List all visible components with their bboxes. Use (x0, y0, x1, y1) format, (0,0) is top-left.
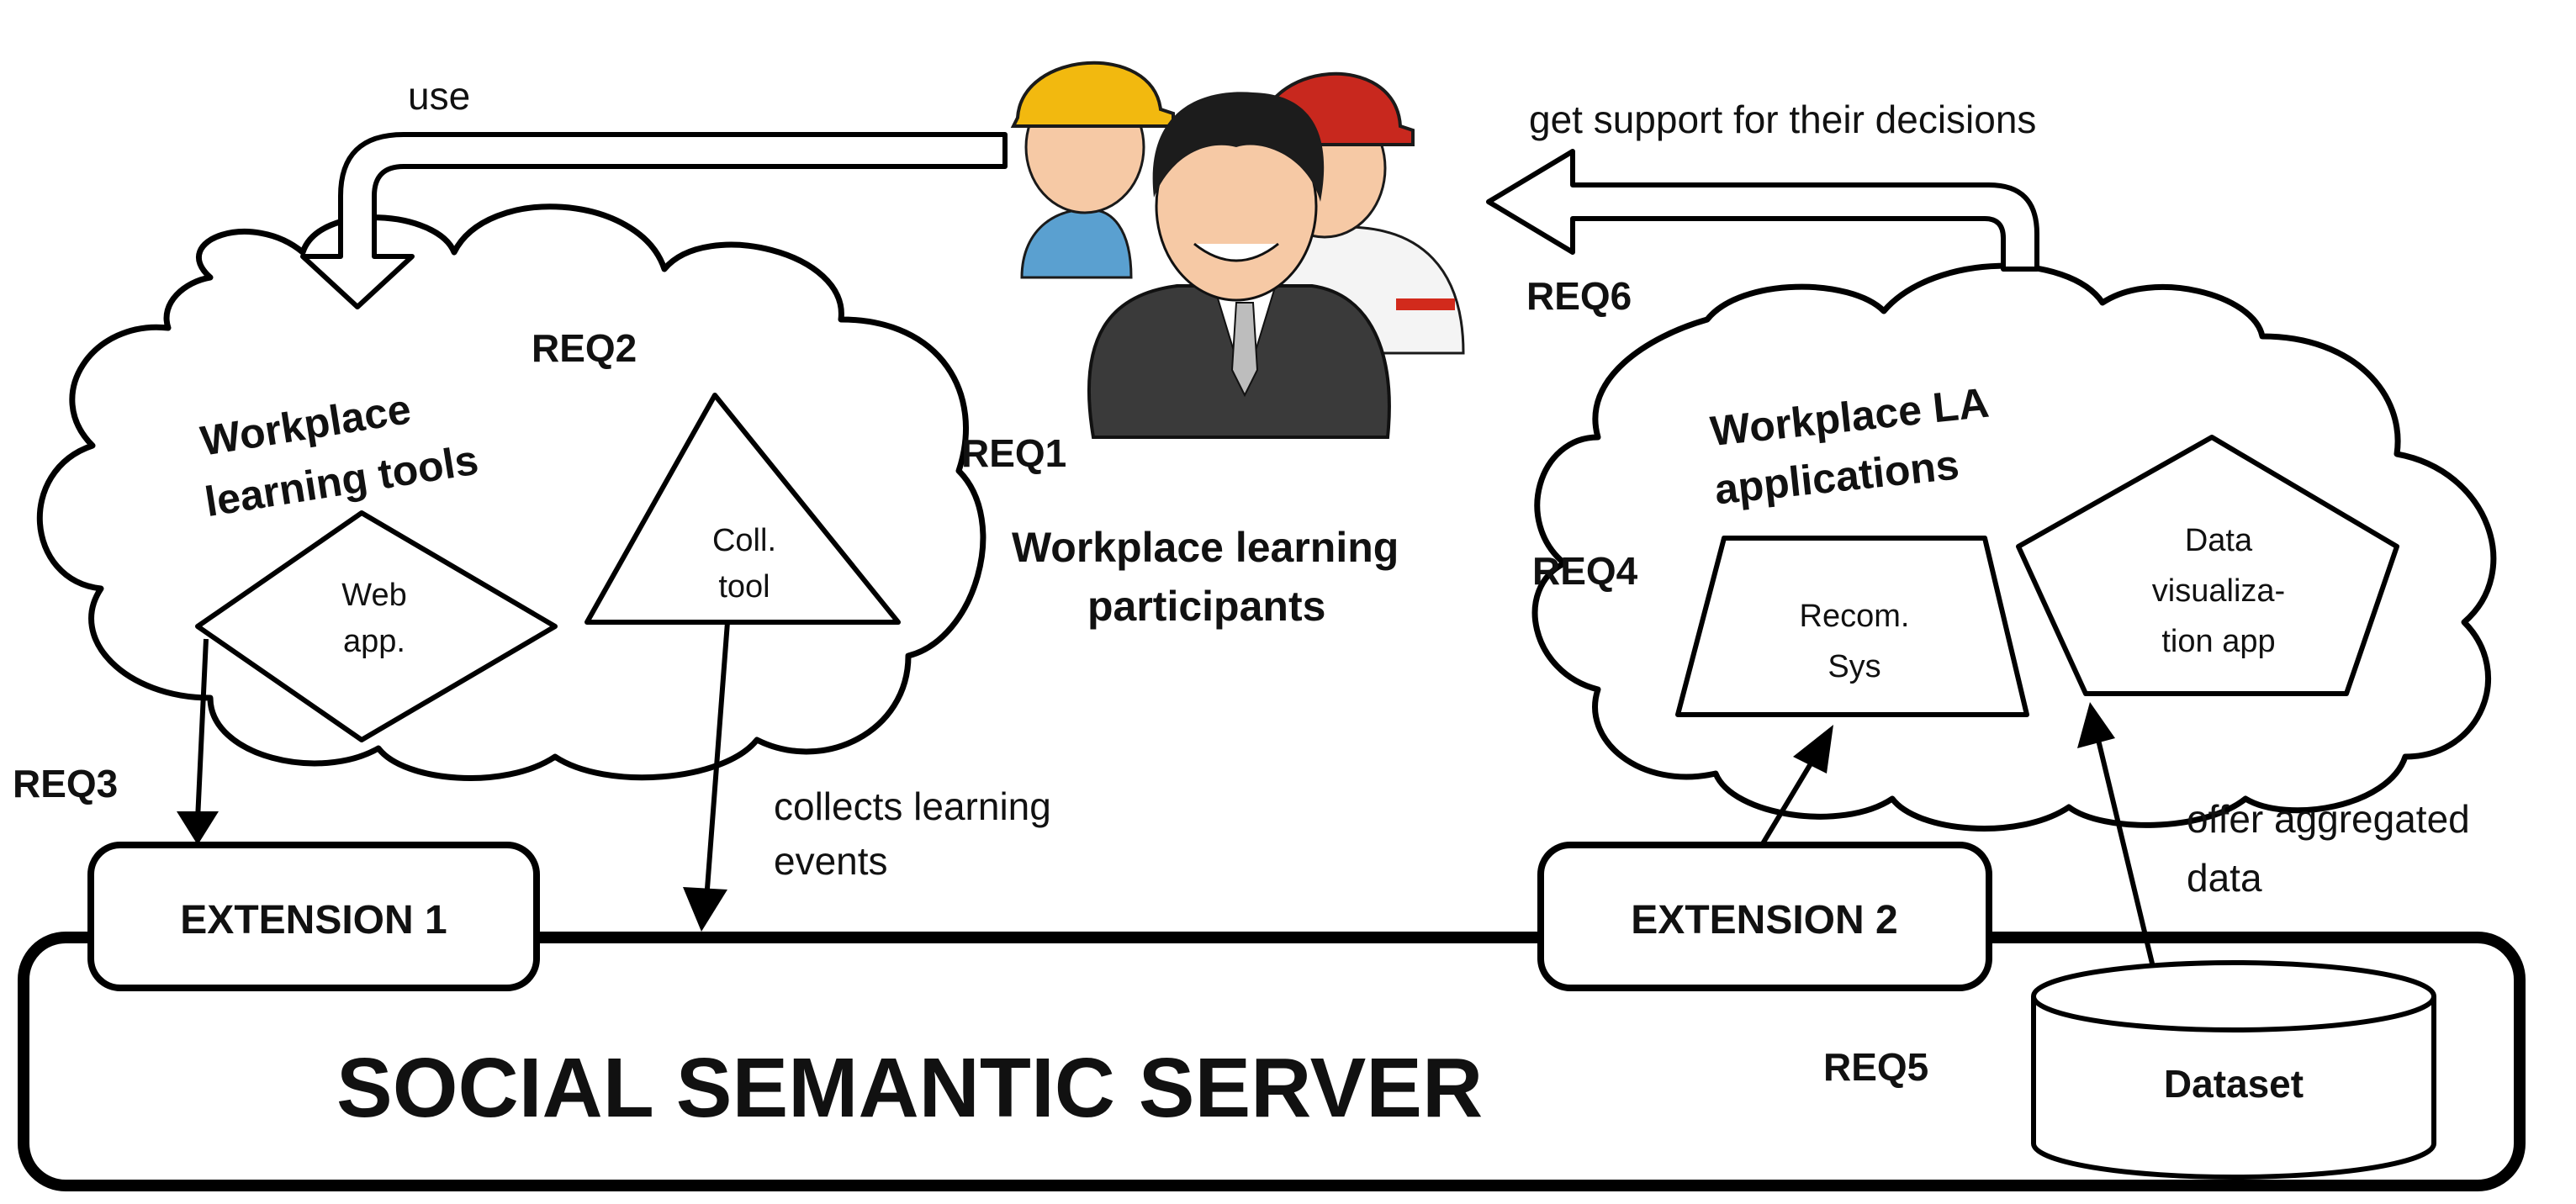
coll-tool-to-server-arrow (704, 621, 730, 900)
server-title: SOCIAL SEMANTIC SERVER (336, 1041, 1483, 1135)
get-support-label: get support for their decisions (1529, 98, 2036, 141)
dataset-label: Dataset (2164, 1062, 2304, 1106)
coll-tool-label-line1: Coll. (712, 523, 776, 558)
extension-2-label: EXTENSION 2 (1631, 898, 1897, 943)
coll-tool-triangle (584, 393, 901, 625)
web-app-to-extension1-arrowhead (177, 811, 219, 845)
req4-label: REQ4 (1532, 549, 1638, 593)
participants-label-line2: participants (1087, 583, 1325, 630)
extension2-to-recom-sys-arrowhead (1793, 725, 1833, 774)
web-app-label-line2: app. (343, 624, 405, 659)
coll-tool-to-server-arrowhead (683, 887, 727, 932)
offer-label-line1: offer aggregated (2187, 797, 2470, 841)
req2-label: REQ2 (532, 326, 637, 370)
use-arrow (300, 132, 1008, 309)
offer-label-line2: data (2187, 856, 2262, 900)
participants-label-line1: Workplace learning (1012, 524, 1399, 571)
web-app-diamond (195, 510, 558, 742)
collects-label-line2: events (774, 839, 888, 883)
recom-sys-label-line1: Recom. (1800, 599, 1910, 634)
req1-label: REQ1 (961, 431, 1066, 475)
data-visualization-pentagon (2016, 435, 2399, 696)
collects-label-line1: collects learning (774, 784, 1051, 828)
recom-sys-trapezoid (1675, 536, 2029, 717)
recom-sys-label-line2: Sys (1828, 649, 1880, 684)
extension2-to-recom-sys-arrow (1759, 759, 1815, 847)
req5-label: REQ5 (1823, 1045, 1928, 1089)
data-viz-label-line1: Data (2185, 523, 2253, 558)
data-viz-label-line3: tion app (2161, 624, 2275, 659)
social-semantic-server-box (18, 932, 2526, 1191)
req3-label: REQ3 (13, 762, 118, 805)
dataset-cylinder (2031, 960, 2436, 1180)
extension-1-label: EXTENSION 1 (180, 898, 447, 943)
use-label: use (408, 74, 470, 118)
get-support-arrow (1486, 149, 2039, 272)
data-viz-label-line2: visualiza- (2152, 573, 2285, 609)
req6-label: REQ6 (1526, 274, 1632, 318)
participants-illustration (1010, 61, 1465, 439)
extension-1-box[interactable] (87, 842, 540, 991)
web-app-label-line1: Web (341, 578, 406, 613)
dataset-to-data-viz-arrow (2096, 739, 2155, 968)
web-app-to-extension1-arrow (195, 638, 209, 821)
coll-tool-label-line2: tool (718, 569, 770, 605)
workplace-learning-tools-cloud (37, 203, 986, 781)
extension-2-box[interactable] (1537, 842, 1992, 991)
dataset-to-data-viz-arrowhead (2077, 702, 2115, 748)
